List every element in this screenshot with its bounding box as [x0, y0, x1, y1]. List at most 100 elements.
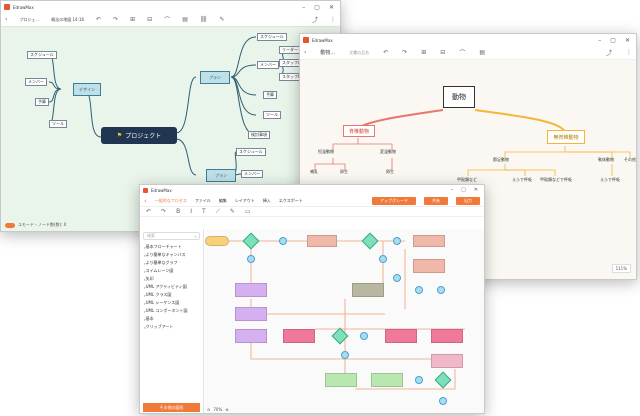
zoom-in-icon[interactable]: ⊕ — [225, 407, 229, 412]
flow-terminal[interactable] — [205, 236, 229, 246]
flow-connector[interactable] — [437, 286, 445, 294]
leaf-node[interactable]: メンバー — [257, 61, 279, 69]
leaf-node[interactable]: スケジュール — [236, 148, 266, 156]
leaf-node[interactable]: 検討事項 — [248, 131, 270, 139]
flow-connector[interactable] — [439, 397, 447, 405]
document-title[interactable]: 動物... — [320, 50, 336, 56]
search-input[interactable]: 検索 ⌕ — [143, 232, 200, 240]
leaf-node[interactable]: スケジュール — [27, 51, 57, 59]
tree-child[interactable]: その他 — [624, 157, 636, 163]
maximize-icon[interactable]: ▢ — [314, 3, 320, 11]
sidebar-item[interactable]: › UML アクティビティ図 — [144, 284, 187, 290]
note-icon[interactable]: ▤ — [182, 16, 188, 23]
flowchart-window[interactable]: EdrawMax – ▢ ✕ ‹ 一般的なフロセス ファイル 編集 レイアウト … — [139, 184, 485, 414]
leaf-node[interactable]: スケジュール — [257, 33, 287, 41]
flowchart-canvas[interactable]: ⊖ 70% ⊕ — [205, 229, 484, 413]
tree-child[interactable]: 節足動物 — [493, 157, 509, 163]
tree-leaf[interactable]: 卵生 — [340, 169, 348, 175]
sidebar-item[interactable]: › より簡単なキャンバス — [144, 252, 186, 258]
mindmap-root[interactable]: ⚑ プロジェクト — [101, 127, 177, 144]
back-icon[interactable]: ‹ — [144, 196, 147, 205]
leaf-node[interactable]: リーダー — [279, 46, 301, 54]
toggle-switch[interactable] — [5, 222, 15, 228]
tree-child[interactable]: 軟体動物 — [598, 157, 614, 163]
branch-vertebrate[interactable]: 脊椎動物 — [343, 125, 375, 137]
flow-connector[interactable] — [379, 255, 387, 263]
more-icon[interactable]: ⋮ — [626, 49, 632, 56]
flow-connector[interactable] — [393, 274, 401, 282]
flow-process[interactable] — [431, 354, 463, 368]
leaf-node[interactable]: ツール — [49, 120, 67, 128]
flow-connector[interactable] — [341, 351, 349, 359]
subtopic-icon[interactable]: ⊟ — [440, 49, 446, 56]
pen-icon[interactable]: ✎ — [229, 208, 235, 215]
flow-connector[interactable] — [279, 237, 287, 245]
tree-child[interactable]: 恒温動物 — [318, 149, 334, 155]
flow-process[interactable] — [307, 235, 337, 247]
tree-child[interactable]: 変温動物 — [380, 149, 396, 155]
redo-icon[interactable]: ↷ — [161, 208, 167, 215]
leaf-node[interactable]: 予算 — [35, 98, 49, 106]
redo-icon[interactable]: ↷ — [402, 49, 408, 56]
link-icon[interactable]: ⛓ — [199, 16, 208, 23]
tree-leaf[interactable]: えらで呼吸 — [600, 177, 620, 183]
sidebar-item[interactable]: › クリップアート — [144, 324, 174, 330]
more-shapes-button[interactable]: その他の図形 — [143, 403, 200, 412]
flow-connector[interactable] — [247, 255, 255, 263]
back-icon[interactable]: ‹ — [304, 49, 307, 56]
flow-process[interactable] — [352, 283, 384, 297]
undo-icon[interactable]: ↶ — [146, 208, 152, 215]
flow-process[interactable] — [385, 329, 417, 343]
italic-icon[interactable]: I — [190, 208, 192, 215]
flow-process[interactable] — [235, 307, 267, 321]
tree-root[interactable]: 動物 — [443, 86, 475, 108]
branch-plan[interactable]: プラン — [200, 71, 230, 84]
minimize-icon[interactable]: – — [302, 3, 306, 11]
sidebar-item[interactable]: › UML コンポーネント図 — [144, 308, 188, 314]
bold-icon[interactable]: B — [176, 208, 181, 215]
undo-icon[interactable]: ↶ — [96, 16, 102, 23]
close-icon[interactable]: ✕ — [473, 187, 478, 193]
flow-process[interactable] — [431, 329, 463, 343]
close-icon[interactable]: ✕ — [328, 3, 334, 11]
sidebar-item[interactable]: › より簡単なグラフ — [144, 260, 178, 266]
flow-connector[interactable] — [360, 332, 368, 340]
branch-plan-2[interactable]: プラン — [206, 169, 236, 182]
flow-process[interactable] — [371, 373, 403, 387]
branch-invertebrate[interactable]: 無脊椎動物 — [547, 130, 585, 144]
tree-leaf[interactable]: 甲殻類などで呼吸 — [540, 177, 572, 183]
leaf-node[interactable]: メンバー — [241, 170, 263, 178]
flow-process[interactable] — [283, 329, 315, 343]
menu-export[interactable]: エクスポート — [278, 197, 303, 203]
flow-connector[interactable] — [393, 237, 401, 245]
share-button[interactable]: 共有 — [424, 196, 448, 205]
tree-leaf[interactable]: えらで呼吸 — [512, 177, 532, 183]
share-icon[interactable]: ⤴ — [605, 50, 612, 57]
document-tab[interactable]: 一般的なフロセス — [154, 197, 187, 203]
leaf-node[interactable]: ツール — [263, 111, 281, 119]
tree-leaf[interactable]: 卵生 — [386, 169, 394, 175]
more-icon[interactable]: ⋮ — [330, 16, 336, 23]
flow-connector[interactable] — [415, 376, 423, 384]
subtopic-icon[interactable]: ⊟ — [147, 16, 153, 23]
export-button[interactable]: 出力 — [456, 196, 480, 205]
back-label[interactable]: プロジェ... — [19, 16, 40, 22]
leaf-node[interactable]: 予算 — [263, 91, 277, 99]
flow-process[interactable] — [325, 373, 357, 387]
tree-leaf[interactable]: 甲殻類など — [457, 177, 477, 183]
minimize-icon[interactable]: – — [598, 36, 602, 44]
sidebar-item[interactable]: › スイムレーン図 — [144, 268, 174, 274]
text-icon[interactable]: T — [201, 208, 206, 215]
close-icon[interactable]: ✕ — [624, 36, 630, 44]
branch-design[interactable]: デザイン — [73, 83, 101, 96]
menu-edit[interactable]: 編集 — [218, 197, 227, 203]
flow-process[interactable] — [235, 329, 267, 343]
undo-icon[interactable]: ↶ — [383, 49, 389, 56]
maximize-icon[interactable]: ▢ — [610, 36, 616, 44]
zoom-out-icon[interactable]: ⊖ — [207, 407, 211, 412]
redo-icon[interactable]: ↷ — [113, 16, 119, 23]
topic-icon[interactable]: ⊞ — [130, 16, 136, 23]
sidebar-item[interactable]: › 基本 — [144, 316, 154, 322]
sidebar-item[interactable]: › UML シーケンス図 — [144, 300, 180, 306]
leaf-node[interactable]: メンバー — [25, 78, 47, 86]
